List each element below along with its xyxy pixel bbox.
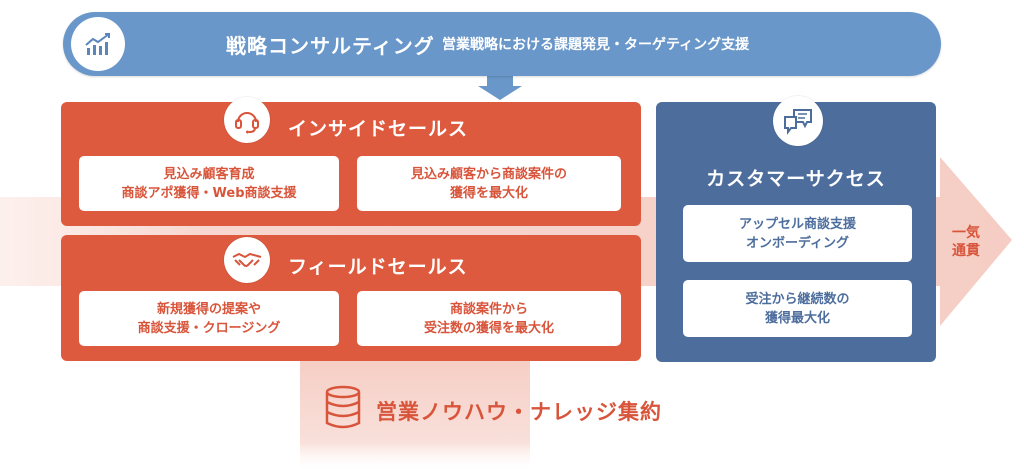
- field-sales-card-2: 商談案件から受注数の獲得を最大化: [357, 291, 621, 346]
- customer-success-title: カスタマーサクセス: [706, 168, 886, 190]
- banner-title: 戦略コンサルティング: [226, 34, 435, 58]
- flow-label: 一気 通貫: [952, 225, 980, 259]
- knowledge-label: 営業ノウハウ・ナレッジ集約: [376, 400, 662, 424]
- banner-subtitle: 営業戦略における課題発見・ターゲティング支援: [442, 37, 750, 53]
- field-sales-title: フィールドセールス: [288, 256, 468, 278]
- inside-sales-card-1: 見込み顧客育成商談アポ獲得・Web商談支援: [79, 156, 339, 211]
- banner-down-arrow: [478, 76, 522, 100]
- vertical-flow-band: [300, 355, 530, 472]
- bar-chart-icon: [71, 17, 125, 71]
- customer-success-card-2: 受注から継続数の獲得最大化: [683, 280, 912, 337]
- headset-icon: [224, 97, 270, 143]
- chat-bubbles-icon: [773, 96, 823, 146]
- database-icon: [323, 385, 363, 435]
- inside-sales-card-2: 見込み顧客から商談案件の獲得を最大化: [357, 156, 621, 211]
- handshake-icon: [224, 237, 270, 283]
- field-sales-card-1: 新規獲得の提案や商談支援・クロージング: [79, 291, 339, 346]
- strategy-consulting-banner: [63, 12, 941, 76]
- customer-success-card-1: アップセル商談支援オンボーディング: [683, 205, 912, 262]
- inside-sales-title: インサイドセールス: [288, 118, 469, 140]
